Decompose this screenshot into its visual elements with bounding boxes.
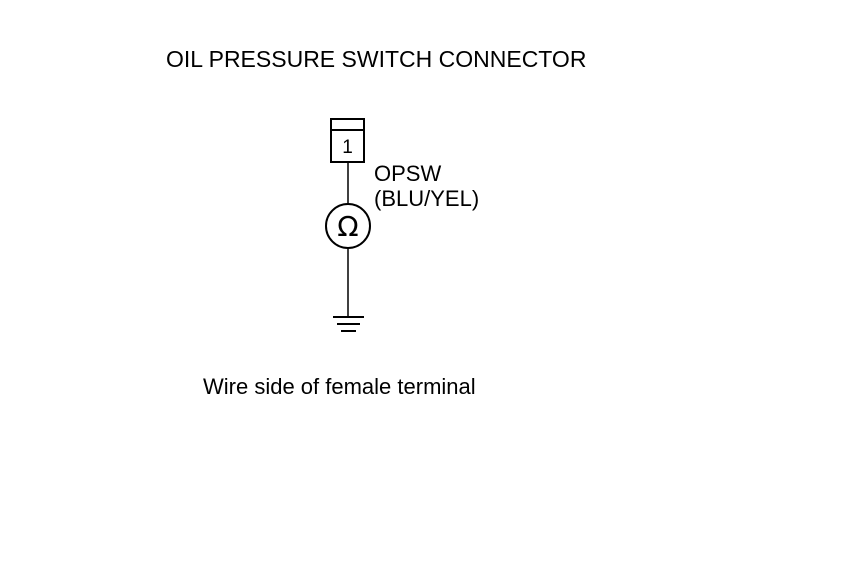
connector-icon: 1 <box>330 118 365 163</box>
ground-icon <box>333 316 364 332</box>
ohmmeter-icon: Ω <box>325 203 371 249</box>
wire-name-label: OPSW <box>374 161 442 186</box>
pin-number: 1 <box>342 137 353 158</box>
diagram-caption: Wire side of female terminal <box>203 374 476 399</box>
wire-color-label: (BLU/YEL) <box>374 186 480 211</box>
ohm-symbol: Ω <box>337 210 358 243</box>
diagram-title: OIL PRESSURE SWITCH CONNECTOR <box>166 46 587 72</box>
